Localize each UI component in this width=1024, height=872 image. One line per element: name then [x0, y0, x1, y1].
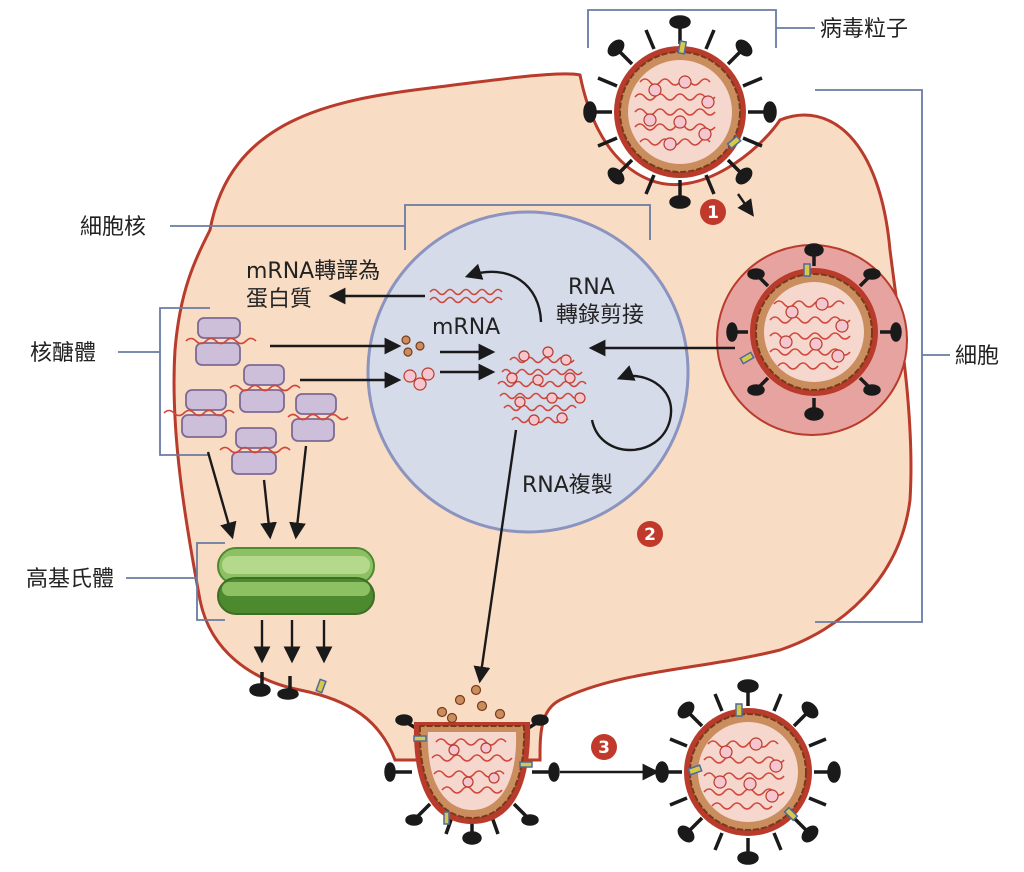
- step-badge-3: 3: [591, 734, 617, 760]
- label-ribosome: 核醣體: [30, 341, 96, 366]
- golgi-apparatus: [217, 547, 375, 615]
- label-virus-particle: 病毒粒子: [820, 17, 908, 42]
- step-badge-1: 1: [700, 199, 726, 225]
- label-cell: 細胞: [955, 344, 999, 369]
- virus-particle-entering: [583, 15, 777, 209]
- label-mrna-translate-line2: 蛋白質: [246, 287, 312, 312]
- label-rna-transcription-line1: RNA: [568, 275, 615, 300]
- nuclear-rna: [401, 288, 587, 426]
- label-golgi: 高基氏體: [26, 567, 114, 592]
- membrane-protein: [315, 678, 327, 694]
- virus-particle-endosome: [726, 243, 902, 421]
- svg-text:1: 1: [707, 203, 719, 223]
- label-nucleus: 細胞核: [80, 215, 146, 240]
- svg-text:2: 2: [644, 525, 656, 545]
- flow-arrows: [206, 193, 754, 781]
- nucleus: [366, 210, 690, 534]
- label-mrna: mRNA: [432, 315, 500, 340]
- svg-text:3: 3: [598, 738, 610, 758]
- leader-lines: [118, 9, 950, 623]
- label-mrna-translate-line1: mRNA轉譯為: [246, 259, 380, 284]
- virus-particle-budding: [384, 684, 560, 845]
- virus-particle-released: [655, 679, 841, 865]
- label-rna-replication: RNA複製: [522, 473, 613, 498]
- ribosome-mrna-strands: [163, 337, 349, 454]
- ribosomes: [181, 317, 337, 475]
- membrane-spikes: [249, 672, 299, 700]
- step-badge-2: 2: [637, 521, 663, 547]
- label-rna-transcription-line2: 轉錄剪接: [556, 303, 644, 328]
